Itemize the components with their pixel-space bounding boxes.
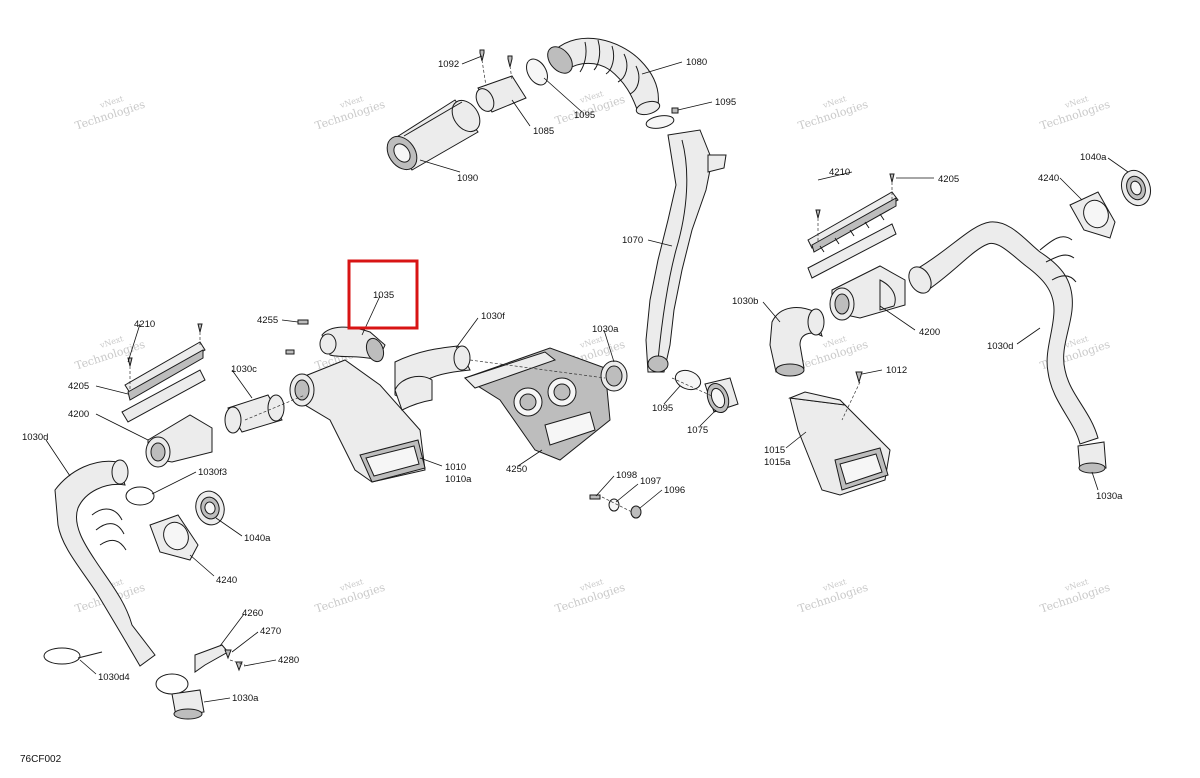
diagram-code: 76CF002 xyxy=(20,754,62,765)
label-4210-left: 4210 xyxy=(134,319,155,330)
label-4240-left: 4240 xyxy=(216,575,237,586)
label-1092: 1092 xyxy=(438,59,459,70)
label-4240-right: 4240 xyxy=(1038,173,1059,184)
label-1030f3: 1030f3 xyxy=(198,467,227,478)
label-4255: 4255 xyxy=(257,315,278,326)
part-1075-sleeve[interactable] xyxy=(703,377,739,416)
part-1030b-hose[interactable] xyxy=(769,307,825,377)
part-1030c-sleeve[interactable] xyxy=(224,394,285,434)
label-1040a-left: 1040a xyxy=(244,533,271,544)
label-1030b: 1030b xyxy=(732,296,758,307)
part-1030d-right-hose[interactable] xyxy=(904,221,1099,445)
label-1015: 1015 xyxy=(764,445,785,456)
part-4260-4270-4280-bracket-hardware[interactable] xyxy=(194,644,243,673)
label-1030d-right: 1030d xyxy=(987,341,1013,352)
label-1030a-center: 1030a xyxy=(592,324,619,335)
part-4205-right-bracket[interactable] xyxy=(807,191,899,279)
part-1040a-right-vent[interactable] xyxy=(1117,166,1156,209)
label-1080: 1080 xyxy=(686,57,707,68)
label-1090: 1090 xyxy=(457,173,478,184)
part-1012-screw[interactable] xyxy=(855,371,863,384)
label-1095-top: 1095 xyxy=(715,97,736,108)
label-1030c: 1030c xyxy=(231,364,257,375)
label-4205-left: 4205 xyxy=(68,381,89,392)
label-1070: 1070 xyxy=(622,235,643,246)
label-1030d4: 1030d4 xyxy=(98,672,130,683)
label-1010a: 1010a xyxy=(445,474,472,485)
label-4210-right: 4210 xyxy=(829,167,850,178)
label-1035: 1035 xyxy=(373,290,394,301)
part-1030d4-tie-strap[interactable] xyxy=(43,647,103,665)
part-1030a-right-sleeve[interactable] xyxy=(1077,441,1107,474)
part-1098-1097-1096-hardware[interactable] xyxy=(589,494,642,519)
label-1030f: 1030f xyxy=(481,311,505,322)
part-1035-elbow[interactable] xyxy=(319,326,387,364)
part-4250-dash-panel[interactable] xyxy=(463,347,611,461)
label-4250: 4250 xyxy=(506,464,527,475)
label-1097: 1097 xyxy=(640,476,661,487)
part-1070-intake-tube[interactable] xyxy=(645,129,727,373)
part-4205-left-bracket[interactable] xyxy=(121,341,206,423)
part-4255-screws[interactable] xyxy=(285,319,309,355)
guide-lines xyxy=(129,182,893,666)
part-4240-right-bezel[interactable] xyxy=(1069,191,1116,239)
label-4205-right: 4205 xyxy=(938,174,959,185)
leader-lines xyxy=(45,55,1129,703)
part-1030d-left-hose[interactable] xyxy=(54,459,156,667)
label-1096: 1096 xyxy=(664,485,685,496)
label-1015a: 1015a xyxy=(764,457,791,468)
part-4240-left-bezel[interactable] xyxy=(149,514,199,561)
part-1030f-hose[interactable] xyxy=(394,345,471,411)
label-1030a-left: 1030a xyxy=(232,693,259,704)
part-1090-air-filter[interactable] xyxy=(381,95,486,175)
part-1040a-left-vent[interactable] xyxy=(192,488,228,528)
label-4280: 4280 xyxy=(278,655,299,666)
part-1085-connector[interactable] xyxy=(473,75,527,114)
part-1030a-left-sleeve[interactable] xyxy=(155,673,205,720)
part-1015-outlet-duct[interactable] xyxy=(788,391,891,496)
label-4200-left: 4200 xyxy=(68,409,89,420)
label-1095-mid: 1095 xyxy=(574,110,595,121)
label-1095-center: 1095 xyxy=(652,403,673,414)
highlight-box-1035 xyxy=(347,259,419,330)
part-1092-screws[interactable] xyxy=(479,49,513,87)
label-1085: 1085 xyxy=(533,126,554,137)
label-4260: 4260 xyxy=(242,608,263,619)
part-labels: 1092 1080 1095 1095 1085 1090 1070 4210 … xyxy=(22,57,1123,704)
part-1030a-center-vent[interactable] xyxy=(600,360,628,392)
part-1080-bellows[interactable] xyxy=(543,37,661,117)
label-1030d-left: 1030d xyxy=(22,432,48,443)
label-1040a-right: 1040a xyxy=(1080,152,1107,163)
label-4200-right: 4200 xyxy=(919,327,940,338)
part-4200-left-housing[interactable] xyxy=(145,414,213,468)
part-4200-right-housing[interactable] xyxy=(829,265,906,321)
part-4210-right-screws[interactable] xyxy=(815,173,895,219)
part-1010-main-duct[interactable] xyxy=(289,359,426,483)
label-1030a-right: 1030a xyxy=(1096,491,1123,502)
part-1095-clamp-lower[interactable] xyxy=(673,367,704,393)
label-4270: 4270 xyxy=(260,626,281,637)
label-1012: 1012 xyxy=(886,365,907,376)
part-1030f3-tie-strap[interactable] xyxy=(125,486,155,506)
label-1075: 1075 xyxy=(687,425,708,436)
part-1095-clamp-top[interactable] xyxy=(522,55,552,88)
part-1095-clamp-mid[interactable] xyxy=(645,107,679,130)
label-1098: 1098 xyxy=(616,470,637,481)
label-1010: 1010 xyxy=(445,462,466,473)
